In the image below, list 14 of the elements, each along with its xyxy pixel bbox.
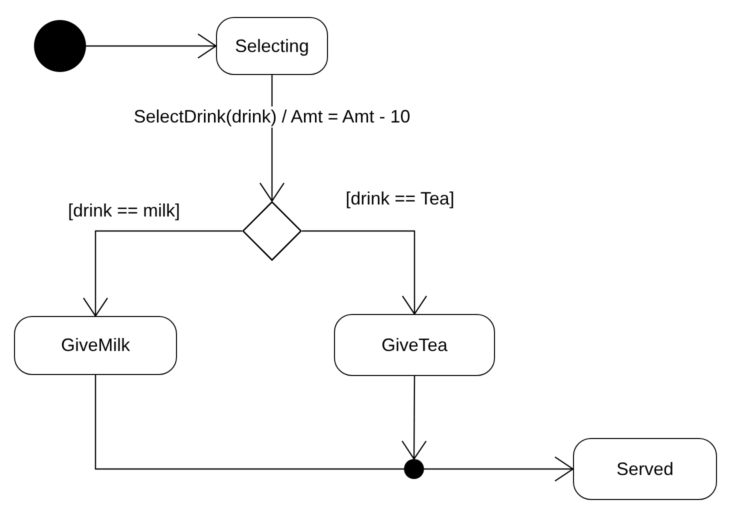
junction-dot	[404, 459, 424, 479]
transition-arrow	[402, 376, 427, 460]
transition-arrow	[86, 33, 217, 59]
transition-arrow	[424, 456, 574, 482]
initial-state-dot	[34, 20, 86, 72]
state-box: Selecting	[216, 17, 328, 75]
edge-label: SelectDrink(drink) / Amt = Amt - 10	[132, 106, 412, 128]
transition-arrow	[82, 230, 242, 317]
decision-diamond	[242, 201, 302, 261]
edge-label: [drink == Tea]	[344, 188, 456, 210]
state-box: GiveMilk	[14, 316, 177, 375]
state-box: GiveTea	[334, 314, 495, 376]
state-box: Served	[573, 438, 717, 500]
transition-arrow	[302, 230, 428, 315]
